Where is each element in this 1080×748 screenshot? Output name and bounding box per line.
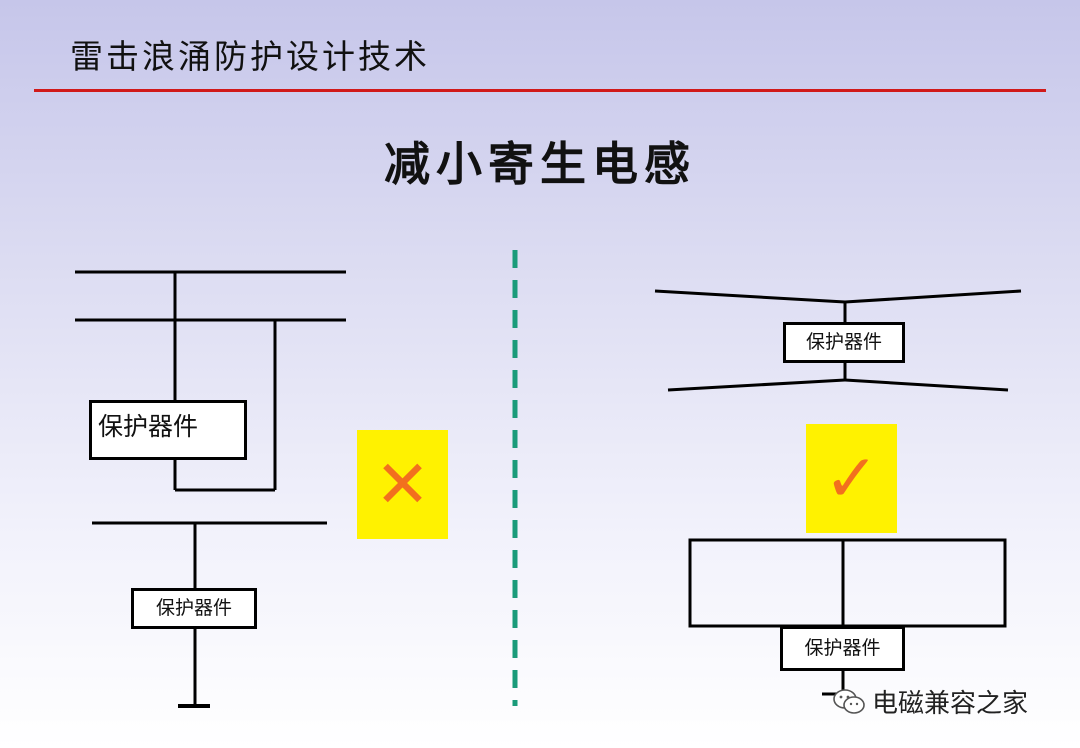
watermark: 电磁兼容之家 (832, 683, 1028, 720)
wechat-icon (833, 688, 865, 714)
watermark-text: 电磁兼容之家 (872, 689, 1029, 719)
left-lower-protection-device: 保护器件 (131, 588, 257, 629)
left-lower-device-label: 保护器件 (155, 597, 232, 619)
right-top-line-left (654, 289, 846, 304)
left-upper-protection-device: 保护器件 (89, 400, 247, 460)
wrong-badge: ✕ (357, 430, 448, 539)
right-lower-protection-device: 保护器件 (780, 626, 905, 671)
right-upper-protection-device: 保护器件 (783, 322, 905, 363)
header-rule (34, 89, 1046, 92)
right-top-line-right (844, 289, 1022, 304)
right-upper-device-label: 保护器件 (805, 331, 882, 353)
slide-title: 减小寄生电感 (384, 137, 696, 191)
header-title: 雷击浪涌防护设计技术 (70, 37, 430, 76)
correct-badge: ✓ (806, 424, 897, 533)
cross-icon: ✕ (374, 445, 431, 523)
right-bottom-line-left (667, 378, 846, 392)
right-lower-loop (688, 538, 1007, 628)
right-lower-device-label: 保护器件 (804, 637, 881, 659)
right-bottom-line-right (844, 378, 1009, 392)
check-icon: ✓ (823, 439, 880, 517)
left-upper-device-label: 保护器件 (98, 412, 199, 441)
